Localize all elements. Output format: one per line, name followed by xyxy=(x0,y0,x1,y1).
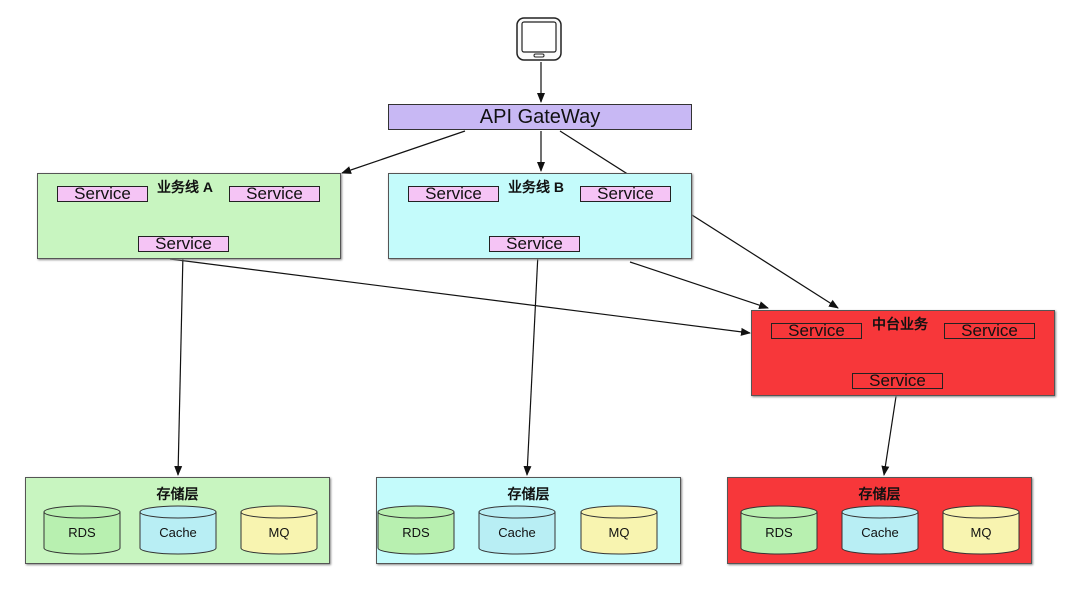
edge-a-mid xyxy=(169,258,751,336)
storage-title: 存储层 xyxy=(507,486,550,502)
rds-database-icon: RDS xyxy=(377,505,455,555)
edge-gateway-mid xyxy=(559,130,839,309)
mq-label: MQ xyxy=(268,525,290,540)
storage-layer-a: 存储层 RDS Cache MQ xyxy=(25,477,330,564)
cache-database-icon: Cache xyxy=(139,505,217,555)
mq-label: MQ xyxy=(608,525,630,540)
edge-b-storage xyxy=(523,252,539,476)
cache-label: Cache xyxy=(861,525,899,540)
rds-label: RDS xyxy=(402,525,430,540)
service-b-2: Service xyxy=(580,185,671,202)
mobile-device-icon xyxy=(516,17,562,61)
service-mid-2: Service xyxy=(944,322,1035,339)
storage-title: 存储层 xyxy=(156,486,199,502)
rds-database-icon: RDS xyxy=(43,505,121,555)
rds-database-icon: RDS xyxy=(740,505,818,555)
service-a-2: Service xyxy=(229,185,320,202)
rds-label: RDS xyxy=(765,525,793,540)
edge-gateway-a xyxy=(341,130,466,174)
edge-mid-storage xyxy=(881,389,898,476)
storage-title: 存储层 xyxy=(858,486,901,502)
group-a-title: 业务线 A xyxy=(157,179,213,195)
service-a-3: Service xyxy=(138,235,229,252)
service-b-3: Service xyxy=(489,235,580,252)
cache-database-icon: Cache xyxy=(478,505,556,555)
cache-label: Cache xyxy=(498,525,536,540)
mq-label: MQ xyxy=(970,525,992,540)
mq-database-icon: MQ xyxy=(942,505,1020,555)
cache-database-icon: Cache xyxy=(841,505,919,555)
service-a-1: Service xyxy=(57,185,148,202)
storage-layer-b: 存储层 RDS Cache MQ xyxy=(376,477,681,564)
service-mid-1: Service xyxy=(771,322,862,339)
edge-b-mid xyxy=(629,261,769,309)
service-mid-3: Service xyxy=(852,372,943,389)
service-b-1: Service xyxy=(408,185,499,202)
group-b-title: 业务线 B xyxy=(508,179,564,195)
cache-label: Cache xyxy=(159,525,197,540)
group-mid-title: 中台业务 xyxy=(872,316,928,332)
mq-database-icon: MQ xyxy=(580,505,658,555)
mq-database-icon: MQ xyxy=(240,505,318,555)
edge-a-storage xyxy=(174,252,184,476)
rds-label: RDS xyxy=(68,525,96,540)
api-gateway: API GateWay xyxy=(388,104,692,130)
storage-layer-mid: 存储层 RDS Cache MQ xyxy=(727,477,1032,564)
